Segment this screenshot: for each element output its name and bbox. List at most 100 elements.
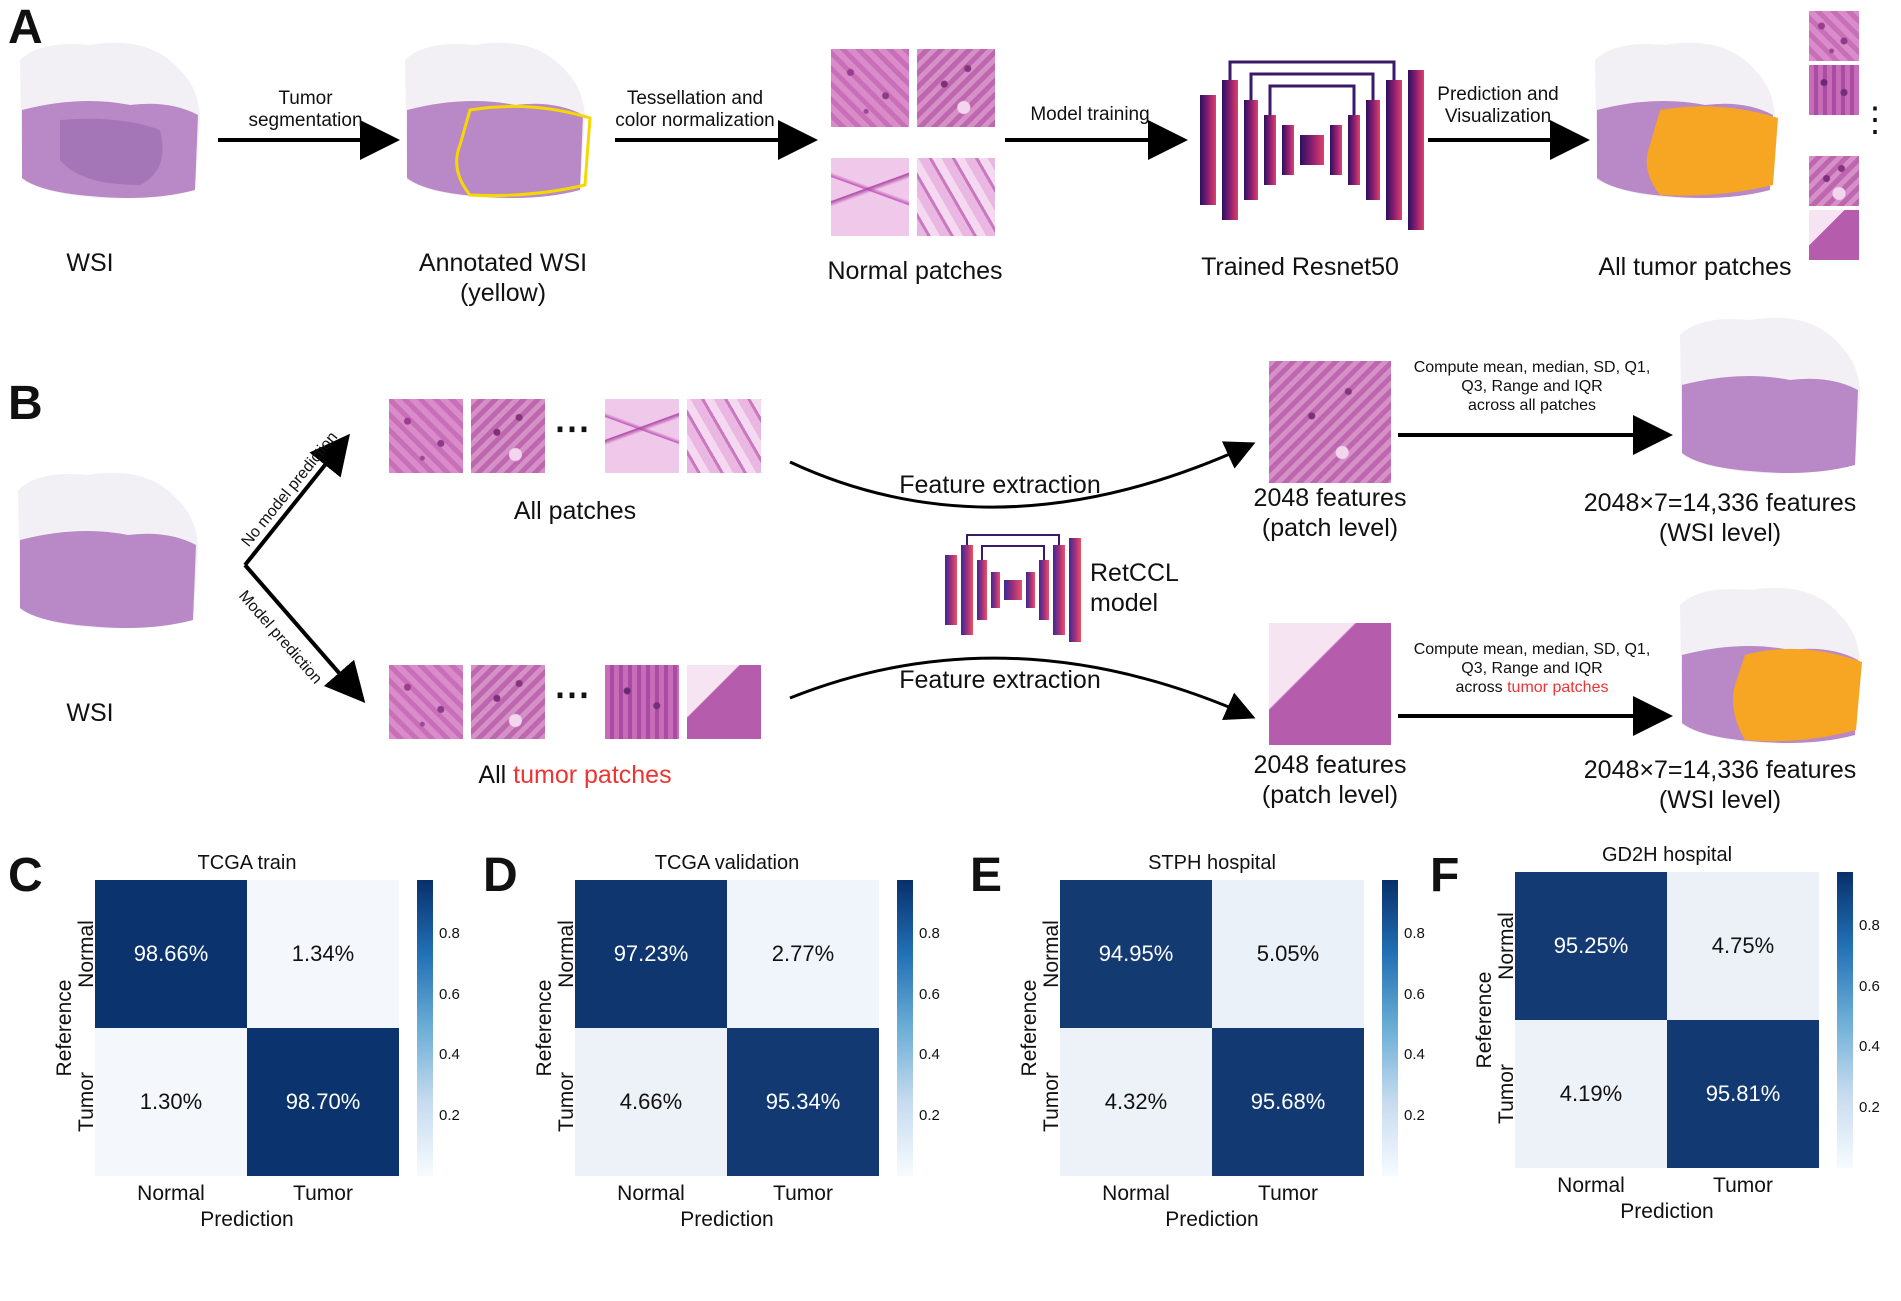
cm-y-tick: Tumor: [1040, 1072, 1063, 1132]
cm-xlabel: Prediction: [1620, 1200, 1714, 1223]
cm-cell: 4.19%: [1515, 1020, 1667, 1168]
b-patch-1: [388, 398, 464, 474]
b-patch-3: [604, 398, 680, 474]
cm-cell: 98.66%: [95, 880, 247, 1028]
a-arrow2-label: Tessellation and color normalization: [615, 88, 775, 131]
b-patch-2: [470, 398, 546, 474]
cm-colorbar-tick: 0.6: [919, 985, 940, 1003]
b-feature-bottom-label: Feature extraction: [899, 666, 1101, 694]
b-patch-5: [388, 664, 464, 740]
cm-y-tick: Normal: [1040, 920, 1063, 988]
cm-cell: 94.95%: [1060, 880, 1212, 1028]
panel-letter-c: C: [8, 849, 43, 902]
a-tumor-patch-2: [1808, 64, 1860, 116]
cm-y-tick: Tumor: [75, 1072, 98, 1132]
cm-cell: 4.32%: [1060, 1028, 1212, 1176]
cm-ylabel: Reference: [533, 979, 556, 1077]
cm-colorbar-tick: 0.6: [439, 985, 460, 1003]
a-tumor-label: All tumor patches: [1598, 253, 1792, 281]
cm-colorbar-tick: 0.2: [919, 1106, 940, 1124]
b-all-patches-label: All patches: [513, 497, 637, 525]
cm-colorbar-tick: 0.2: [439, 1106, 460, 1124]
b-patch-7: [604, 664, 680, 740]
cm-title: TCGA train: [197, 852, 297, 874]
wsi-b3: [1680, 587, 1862, 744]
cm-colorbar-tick: 0.8: [919, 925, 940, 943]
panel-letter-d: D: [483, 849, 518, 902]
curve-feature-bottom: [789, 656, 1256, 721]
cm-x-tick: Normal: [617, 1182, 685, 1205]
cm-colorbar-tick: 0.4: [1404, 1046, 1425, 1064]
cm-cell: 97.23%: [575, 880, 727, 1028]
b-compute-bottom: Compute mean, median, SD, Q1, Q3, Range …: [1392, 640, 1672, 698]
panel-letter-b: B: [8, 377, 43, 430]
cm-cell: 1.34%: [247, 880, 399, 1028]
cm-xlabel: Prediction: [200, 1208, 294, 1231]
cm-ylabel: Reference: [53, 979, 76, 1077]
wsi-b1: [18, 472, 198, 629]
cm-cell: 95.34%: [727, 1028, 879, 1176]
a-arrow3-label: Model training: [1030, 104, 1150, 125]
cm-colorbar-tick: 0.4: [1859, 1038, 1880, 1056]
b-all-tumor-red: tumor patches: [513, 761, 672, 789]
cm-cell: 98.70%: [247, 1028, 399, 1176]
b-wsi-label: WSI: [66, 699, 114, 727]
b-ellipsis-top: ⋯: [554, 407, 590, 448]
cm-title: TCGA validation: [654, 852, 800, 874]
b-ellipsis-bottom: ⋯: [554, 673, 590, 714]
cm-x-tick: Normal: [1557, 1174, 1625, 1197]
arrow-branch-down: [243, 563, 366, 704]
a-ellipsis: ⋮: [1858, 101, 1892, 139]
cm-colorbar-tick: 0.2: [1859, 1098, 1880, 1116]
wsi-a2: [405, 42, 592, 199]
b-feature-top-label: Feature extraction: [899, 471, 1101, 499]
b-patch-4: [686, 398, 762, 474]
a-patch-1: [830, 48, 910, 128]
cm-x-tick: Normal: [137, 1182, 205, 1205]
cm-colorbar-tick: 0.2: [1404, 1106, 1425, 1124]
wsi-b2: [1680, 317, 1860, 474]
cm-xlabel: Prediction: [1165, 1208, 1259, 1231]
b-all-tumor-prefix: All: [478, 761, 514, 789]
b-wsi-feats-bottom: 2048×7=14,336 features (WSI level): [1583, 756, 1857, 814]
cm-colorbar: [897, 880, 913, 1176]
b-feature-patch-bottom: [1268, 622, 1392, 746]
wsi-a3: [1595, 42, 1778, 199]
cm-colorbar-tick: 0.8: [1404, 925, 1425, 943]
b-wsi-feats-top: 2048×7=14,336 features (WSI level): [1583, 489, 1857, 547]
b-compute-bottom-prefix: across: [1455, 679, 1508, 697]
retccl-icon: [945, 534, 1081, 642]
b-compute-bottom-red: tumor patches: [1507, 679, 1609, 697]
b-compute-bottom-lines: Compute mean, median, SD, Q1, Q3, Range …: [1413, 641, 1651, 678]
a-annotated-label: Annotated WSI (yellow): [418, 249, 588, 307]
cm-x-tick: Tumor: [1713, 1174, 1773, 1197]
a-patch-2: [916, 48, 996, 128]
cm-colorbar-tick: 0.6: [1859, 977, 1880, 995]
cm-ylabel: Reference: [1473, 971, 1496, 1069]
b-patch-8: [686, 664, 762, 740]
cm-colorbar-tick: 0.6: [1404, 985, 1425, 1003]
cm-x-tick: Tumor: [293, 1182, 353, 1205]
arrow-branch-up: [243, 433, 350, 567]
cm-cell: 2.77%: [727, 880, 879, 1028]
a-model-label: Trained Resnet50: [1201, 253, 1399, 281]
cm-cell: 95.25%: [1515, 872, 1667, 1020]
a-wsi-label: WSI: [66, 249, 114, 277]
cm-colorbar-tick: 0.4: [919, 1046, 940, 1064]
cm-cell: 1.30%: [95, 1028, 247, 1176]
cm-cell: 95.68%: [1212, 1028, 1364, 1176]
b-patch-feats-top: 2048 features (patch level): [1253, 484, 1407, 542]
b-patch-6: [470, 664, 546, 740]
cm-x-tick: Tumor: [773, 1182, 833, 1205]
resnet-icon: [1200, 60, 1424, 230]
panel-letter-e: E: [970, 849, 1003, 902]
b-retccl-label: RetCCL model: [1090, 559, 1179, 617]
curve-feature-top: [789, 441, 1256, 509]
a-tumor-patch-3: [1808, 155, 1860, 207]
cm-colorbar: [1837, 872, 1853, 1168]
b-feature-patch-top: [1268, 360, 1392, 484]
cm-colorbar: [417, 880, 433, 1176]
